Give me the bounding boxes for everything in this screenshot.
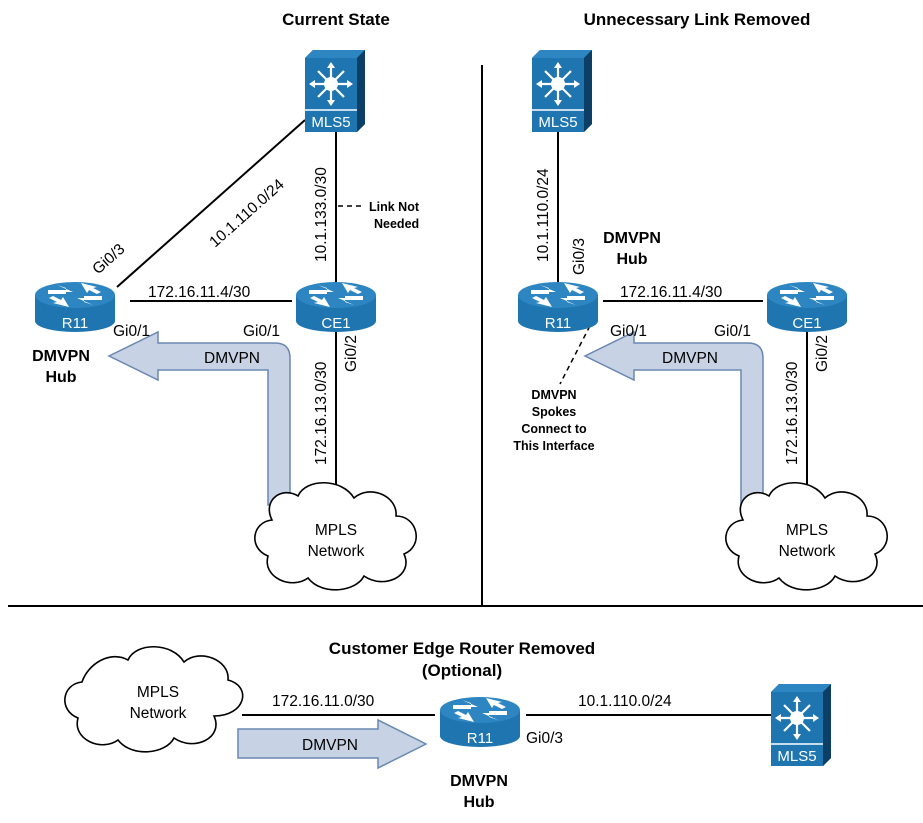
- mpls-cloud: MPLS Network: [64, 646, 244, 753]
- subnet-ce1-mpls: 172.16.13.0/30: [313, 361, 330, 465]
- r11-label: R11: [545, 315, 571, 332]
- if-r11-gi03: Gi0/3: [89, 241, 128, 278]
- r11-label: R11: [467, 730, 493, 747]
- subnet-r11-ce1: 172.16.11.4/30: [148, 284, 251, 301]
- mls5-switch: MLS5: [532, 50, 592, 132]
- mpls-cloud: MPLS Network: [725, 482, 888, 591]
- dmvpn-tunnel-label: DMVPN: [302, 737, 358, 754]
- subnet-r11-ce1: 172.16.11.4/30: [620, 284, 723, 301]
- r11-router: R11: [518, 282, 598, 332]
- ce1-label: CE1: [321, 315, 350, 332]
- if-ce1-gi01: Gi0/1: [243, 323, 280, 340]
- ce1-label: CE1: [792, 315, 821, 332]
- panel-title: Unnecessary Link Removed: [584, 10, 811, 29]
- if-r11-gi03: Gi0/3: [526, 730, 563, 747]
- dmvpn-tunnel-label: DMVPN: [204, 350, 260, 367]
- cloud-label-line2: Network: [130, 705, 187, 722]
- cloud-label-line2: Network: [308, 543, 365, 560]
- spokes-leader-dashed: [559, 317, 595, 385]
- if-r11-gi01: Gi0/1: [610, 323, 647, 340]
- spokes-note-line4: This Interface: [513, 439, 594, 453]
- hub-label-line1: DMVPN: [32, 348, 90, 365]
- if-ce1-gi02: Gi0/2: [343, 335, 360, 372]
- subnet-r11-mls5: 10.1.110.0/24: [578, 693, 672, 710]
- dmvpn-tunnel-arrow: [583, 330, 764, 506]
- if-ce1-gi02: Gi0/2: [814, 335, 831, 372]
- mls5-switch: MLS5: [305, 50, 365, 132]
- dmvpn-tunnel-arrow: [107, 330, 291, 506]
- if-r11-gi03: Gi0/3: [571, 238, 588, 275]
- mls5-switch: MLS5: [771, 684, 831, 766]
- panel-link-removed: Unnecessary Link Removed DMVPN MPLS Netw…: [513, 10, 888, 591]
- dmvpn-tunnel-arrow: [237, 718, 428, 770]
- subnet-mls5-ce1: 10.1.133.0/30: [313, 167, 330, 262]
- cloud-label-line2: Network: [779, 543, 836, 560]
- r11-router: R11: [440, 697, 520, 747]
- link-mls5-r11: [116, 119, 306, 288]
- subnet-mls5-r11: 10.1.110.0/24: [535, 168, 552, 262]
- panel-ce-removed: Customer Edge Router Removed (Optional) …: [64, 639, 831, 811]
- r11-router: R11: [35, 282, 115, 332]
- r11-label: R11: [62, 315, 88, 332]
- cloud-label-line1: MPLS: [786, 522, 828, 539]
- hub-label-line2: Hub: [45, 369, 76, 386]
- mls5-label: MLS5: [777, 748, 816, 765]
- hub-label-line1: DMVPN: [450, 773, 508, 790]
- hub-label-line1: DMVPN: [603, 230, 661, 247]
- subnet-mpls-r11: 172.16.11.0/30: [272, 693, 375, 710]
- subnet-mls5-r11: 10.1.110.0/24: [206, 176, 288, 251]
- mpls-cloud: MPLS Network: [254, 482, 417, 591]
- hub-label-line2: Hub: [616, 251, 647, 268]
- spokes-note-line2: Spokes: [532, 405, 577, 419]
- panel-title-line2: (Optional): [422, 661, 502, 680]
- if-r11-gi01: Gi0/1: [113, 323, 150, 340]
- cloud-label-line1: MPLS: [137, 684, 179, 701]
- ce1-router: CE1: [767, 282, 847, 332]
- dmvpn-tunnel-label: DMVPN: [662, 350, 718, 367]
- spokes-note-line1: DMVPN: [531, 388, 576, 402]
- hub-label-line2: Hub: [463, 794, 494, 811]
- note-line2: Needed: [374, 217, 419, 231]
- spokes-note-line3: Connect to: [521, 422, 587, 436]
- cloud-label-line1: MPLS: [315, 522, 357, 539]
- mls5-label: MLS5: [311, 114, 350, 131]
- panel-title-line1: Customer Edge Router Removed: [329, 639, 595, 658]
- panel-current-state: Current State DMVPN MPLS Network MLS5 R1…: [32, 10, 420, 591]
- note-line1: Link Not: [369, 200, 420, 214]
- ce1-router: CE1: [296, 282, 376, 332]
- subnet-ce1-mpls: 172.16.13.0/30: [784, 361, 801, 465]
- panel-title: Current State: [282, 10, 390, 29]
- if-ce1-gi01: Gi0/1: [714, 323, 751, 340]
- mls5-label: MLS5: [538, 114, 577, 131]
